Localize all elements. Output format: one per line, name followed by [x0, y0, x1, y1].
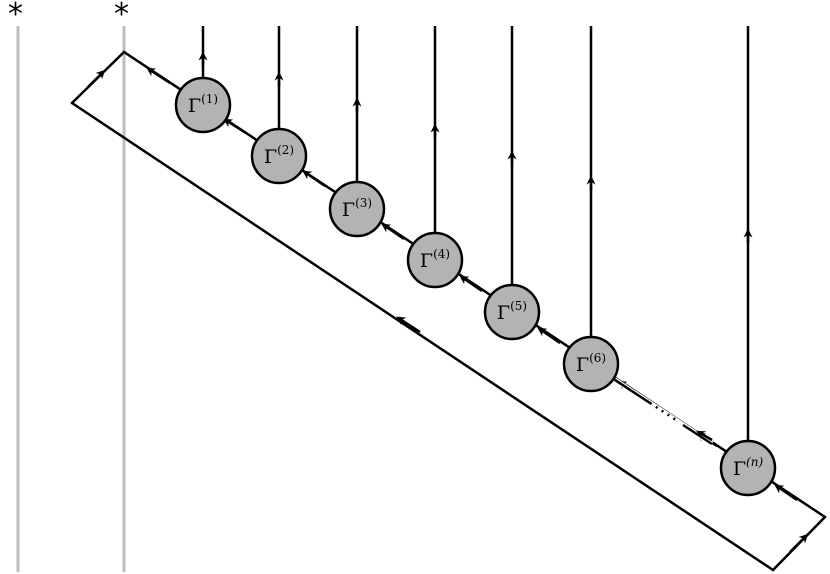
leg-arrows: [198, 51, 753, 243]
node-symbol: Γ: [342, 199, 355, 221]
node-symbol: Γ: [576, 354, 589, 376]
svg-text:Γ(1): Γ(1): [188, 92, 218, 117]
node-superscript: (3): [355, 196, 372, 210]
node-symbol: Γ: [188, 95, 201, 117]
node-symbol: Γ: [264, 146, 277, 168]
node-gamma-n: Γ(n): [719, 439, 777, 497]
node-symbol: Γ: [497, 302, 510, 324]
external-legs: [201, 26, 750, 445]
node-gamma-6: Γ(6): [562, 335, 620, 393]
svg-text:Γ(2): Γ(2): [264, 143, 294, 168]
node-symbol: Γ: [733, 458, 746, 480]
node-gamma-4: Γ(4): [406, 231, 464, 289]
svg-text:Γ(n): Γ(n): [733, 455, 764, 480]
loop-arrows: [87, 67, 809, 553]
node-symbol: Γ: [420, 250, 433, 272]
node-superscript: (1): [201, 92, 218, 106]
node-superscript: (6): [589, 351, 606, 365]
svg-text:Γ(6): Γ(6): [576, 351, 606, 376]
star-marker-left: *: [8, 0, 23, 32]
svg-text:Γ(3): Γ(3): [342, 196, 372, 221]
outer-loop: [70, 50, 827, 572]
ellipsis-gap: [610, 375, 714, 447]
node-gamma-1: Γ(1): [174, 76, 232, 134]
svg-text:Γ(4): Γ(4): [420, 247, 450, 272]
node-superscript: (2): [277, 143, 294, 157]
node-superscript: (n): [746, 455, 763, 469]
node-superscript: (4): [433, 247, 450, 261]
node-gamma-5: Γ(5): [483, 283, 541, 341]
star-marker-right: *: [114, 0, 129, 32]
svg-text:Γ(5): Γ(5): [497, 299, 527, 324]
node-gamma-2: Γ(2): [250, 127, 308, 185]
node-gamma-3: Γ(3): [328, 180, 386, 238]
node-superscript: (5): [510, 299, 527, 313]
